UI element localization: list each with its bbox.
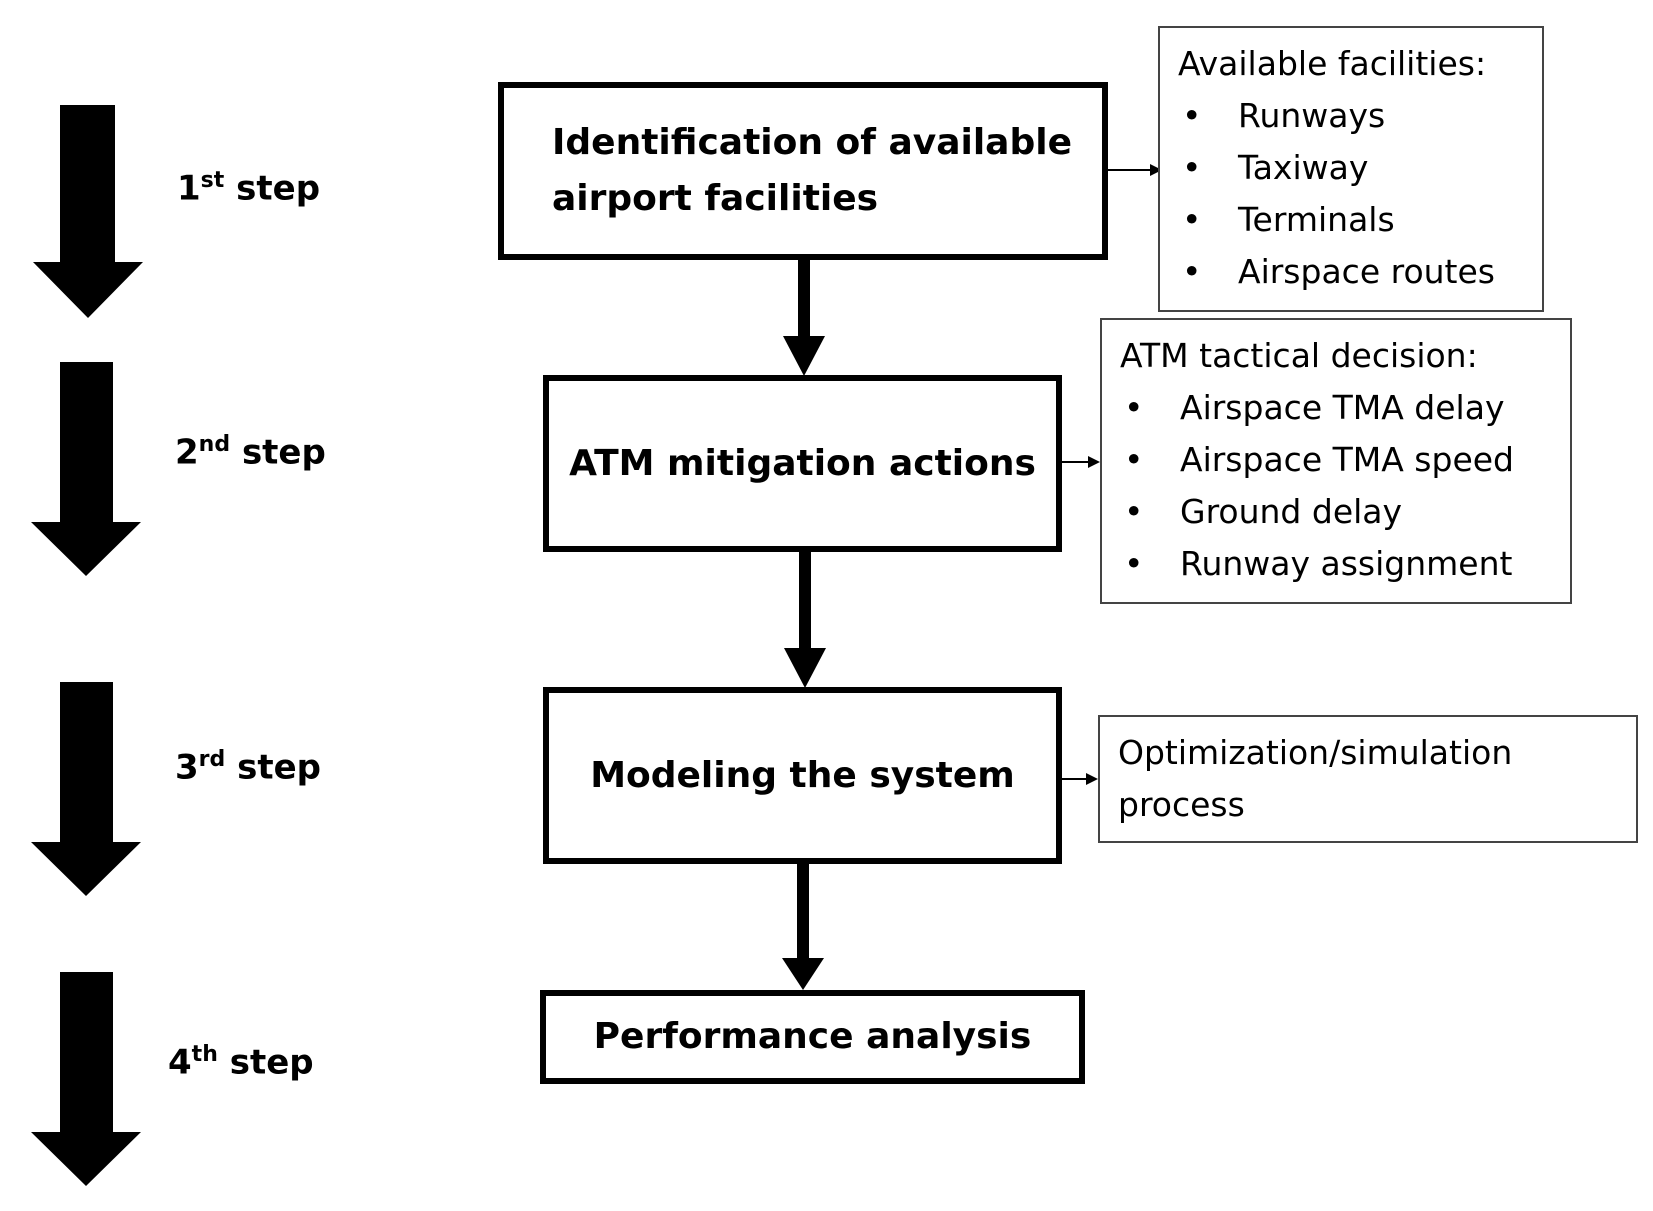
list-item: Ground delay — [1120, 486, 1552, 538]
step-4-arrow — [31, 972, 141, 1186]
side-connector-3 — [1062, 773, 1098, 785]
facilities-list: Runways Taxiway Terminals Airspace route… — [1178, 90, 1524, 298]
step-3-word: step — [237, 747, 322, 788]
performance-box: Performance analysis — [540, 990, 1085, 1084]
connector-3-4 — [782, 862, 824, 990]
tactical-title: ATM tactical decision: — [1120, 336, 1478, 375]
step-2-label: 2nd step — [175, 432, 326, 472]
step-3-arrow — [31, 682, 141, 896]
step-1-word: step — [236, 168, 321, 209]
connector-2-3 — [784, 550, 826, 688]
step-3-label: 3rd step — [175, 747, 321, 787]
mitigation-box: ATM mitigation actions — [543, 375, 1062, 552]
facilities-title: Available facilities: — [1178, 44, 1487, 83]
side-connector-1 — [1108, 164, 1162, 176]
facilities-note: Available facilities: Runways Taxiway Te… — [1158, 26, 1544, 312]
list-item: Airspace TMA speed — [1120, 434, 1552, 486]
list-item: Runway assignment — [1120, 538, 1552, 590]
step-1-label: 1st step — [177, 168, 320, 208]
step-1-suffix: st — [200, 168, 225, 193]
list-item: Terminals — [1178, 194, 1524, 246]
tactical-note: ATM tactical decision: Airspace TMA dela… — [1100, 318, 1572, 604]
step-3-number: 3 — [175, 747, 199, 788]
step-4-suffix: th — [191, 1042, 218, 1067]
list-item: Runways — [1178, 90, 1524, 142]
step-4-label: 4th step — [168, 1042, 314, 1082]
optimization-text: Optimization/simulation process — [1118, 733, 1513, 824]
modeling-box: Modeling the system — [543, 687, 1062, 864]
step-2-arrow — [31, 362, 141, 576]
list-item: Airspace TMA delay — [1120, 382, 1552, 434]
identification-box: Identification of available airport faci… — [498, 82, 1108, 260]
step-1-arrow — [33, 105, 143, 318]
step-4-number: 4 — [168, 1042, 192, 1083]
step-4-word: step — [229, 1042, 314, 1083]
side-connector-2 — [1062, 456, 1100, 468]
step-3-suffix: rd — [198, 747, 226, 772]
step-2-number: 2 — [175, 432, 199, 473]
mitigation-text: ATM mitigation actions — [569, 442, 1036, 484]
list-item: Taxiway — [1178, 142, 1524, 194]
optimization-note: Optimization/simulation process — [1098, 715, 1638, 843]
step-1-number: 1 — [177, 168, 201, 209]
modeling-text: Modeling the system — [590, 754, 1015, 796]
identification-text: Identification of available airport faci… — [552, 122, 1072, 219]
tactical-list: Airspace TMA delay Airspace TMA speed Gr… — [1120, 382, 1552, 590]
list-item: Airspace routes — [1178, 246, 1524, 298]
connector-1-2 — [783, 258, 825, 376]
step-2-word: step — [241, 432, 326, 473]
performance-text: Performance analysis — [593, 1016, 1032, 1057]
step-2-suffix: nd — [198, 432, 231, 457]
